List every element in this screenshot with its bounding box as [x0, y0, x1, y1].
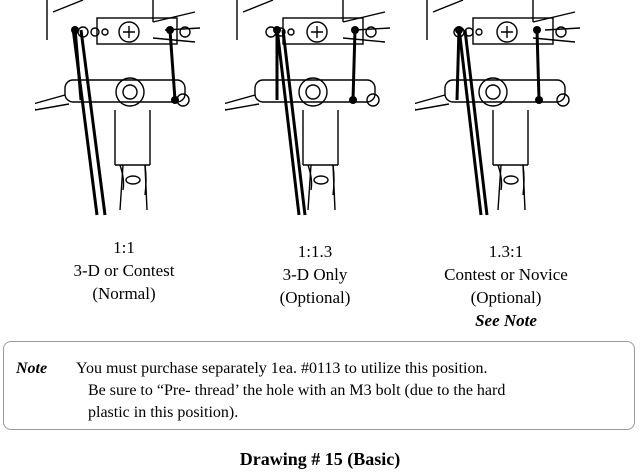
- type-label: (Optional): [279, 288, 351, 307]
- caption-normal: 1:1 3-D or Contest (Normal): [24, 236, 224, 305]
- linkage-figure-3d: [225, 0, 415, 230]
- see-note-label: See Note: [475, 311, 537, 330]
- ratio-label: 1.3:1: [488, 242, 524, 261]
- note-box: Note You must purchase separately 1ea. #…: [3, 341, 635, 430]
- note-label: Note: [16, 360, 48, 377]
- note-line-2: Be sure to “Pre- thread’ the hole with a…: [88, 382, 506, 399]
- note-line-3: plastic in this position).: [88, 404, 239, 421]
- ratio-label: 1:1.3: [297, 242, 333, 261]
- linkage-drawing-normal: [35, 0, 201, 216]
- linkage-drawing-3d: [225, 0, 391, 216]
- linkage-drawing-contest: [415, 0, 581, 216]
- linkage-figure-normal: [35, 0, 225, 230]
- mode-label: 3-D or Contest: [73, 261, 175, 280]
- mode-label: 3-D Only: [282, 265, 348, 284]
- drawing-caption: Drawing # 15 (Basic): [239, 449, 401, 469]
- linkage-figure-contest: [415, 0, 605, 230]
- mode-label: Contest or Novice: [444, 265, 568, 284]
- type-label: (Normal): [92, 284, 156, 303]
- note-line-1: You must purchase separately 1ea. #0113 …: [76, 360, 488, 377]
- caption-contest: 1.3:1 Contest or Novice (Optional) See N…: [406, 240, 606, 332]
- caption-3d: 1:1.3 3-D Only (Optional): [215, 240, 415, 309]
- type-label: (Optional): [470, 288, 542, 307]
- ratio-label: 1:1: [113, 238, 135, 257]
